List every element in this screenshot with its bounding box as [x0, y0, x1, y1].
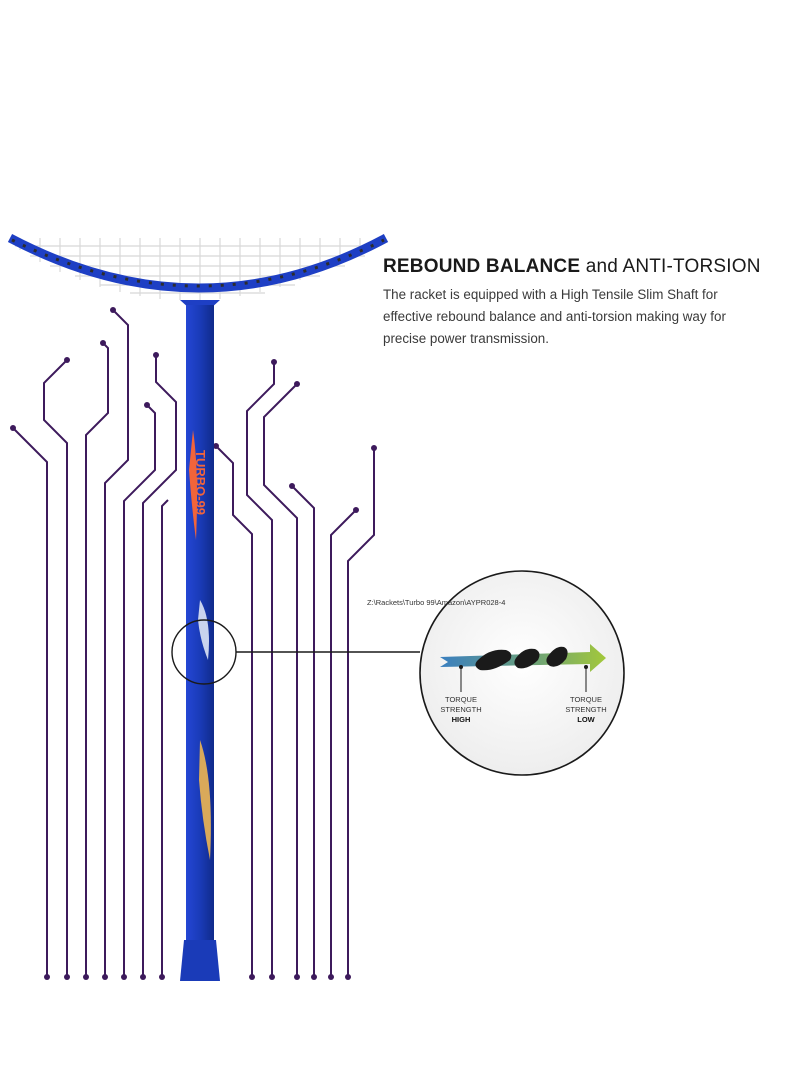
racket-head [7, 234, 389, 318]
circuit-nodes [10, 307, 377, 980]
feature-title: REBOUND BALANCE and ANTI-TORSION [383, 256, 763, 278]
torque-high-line1: TORQUE [445, 695, 477, 704]
racket-shaft [180, 305, 220, 981]
feature-title-bold: REBOUND BALANCE [383, 256, 581, 277]
torque-high-line2: STRENGTH [440, 705, 482, 714]
feature-description: The racket is equipped with a High Tensi… [383, 287, 726, 346]
twisted-shaft-icon [475, 646, 568, 671]
torque-low-label: TORQUE STRENGTH LOW [556, 695, 616, 725]
torque-high-level: HIGH [451, 715, 471, 724]
racket-model-text: TURBO-99 [193, 450, 208, 515]
torque-low-level: LOW [577, 715, 595, 724]
torque-low-line1: TORQUE [570, 695, 602, 704]
file-path-label: Z:\Rackets\Turbo 99\Amazon\AYPR028-4 [367, 598, 506, 607]
torque-low-line2: STRENGTH [565, 705, 607, 714]
torque-high-label: TORQUE STRENGTH HIGH [431, 695, 491, 725]
torque-zoom-callout [419, 570, 625, 776]
circuit-lines [12, 309, 375, 977]
feature-title-light: and ANTI-TORSION [580, 256, 761, 277]
